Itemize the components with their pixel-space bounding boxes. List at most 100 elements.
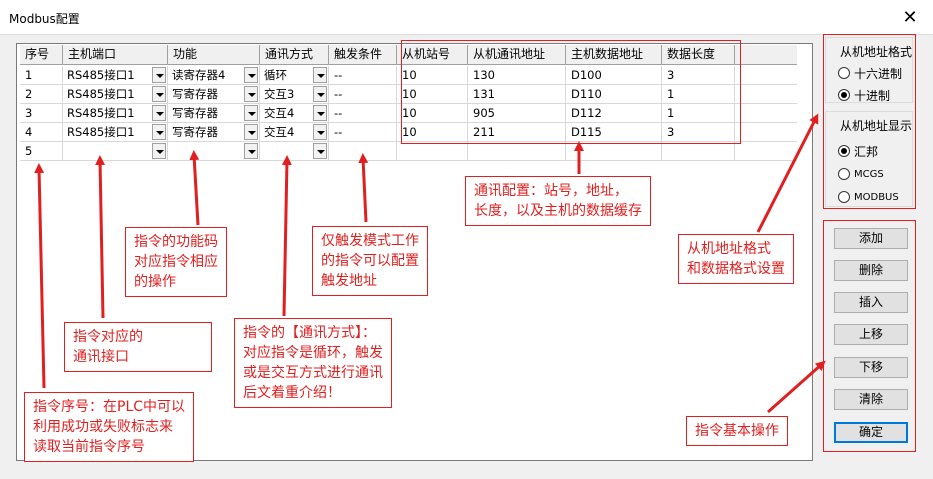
cell-index[interactable]: 5 xyxy=(20,142,63,161)
title-bar: Modbus配置 ✕ xyxy=(0,0,933,34)
chevron-down-icon[interactable] xyxy=(244,143,258,159)
function-combo[interactable] xyxy=(168,142,260,161)
cell-index[interactable]: 2 xyxy=(20,85,63,104)
chevron-down-icon[interactable] xyxy=(152,143,166,159)
table-row[interactable]: 4 RS485接口1 写寄存器 交互4 -- 10 211 D115 3 xyxy=(20,123,797,142)
insert-button[interactable]: 插入 xyxy=(834,292,908,313)
delete-button[interactable]: 删除 xyxy=(834,260,908,281)
comm-mode-combo[interactable]: 交互3 xyxy=(260,85,329,104)
cell-slave-address[interactable]: 211 xyxy=(468,123,566,142)
chevron-down-icon[interactable] xyxy=(244,124,258,140)
cell-data-length[interactable]: 3 xyxy=(662,123,735,142)
comm-mode-combo[interactable]: 交互4 xyxy=(260,123,329,142)
column-header-comm-mode[interactable]: 通讯方式 xyxy=(260,45,329,65)
cell-slave-station[interactable]: 10 xyxy=(397,123,468,142)
chevron-down-icon[interactable] xyxy=(313,67,327,83)
cell-slave-address[interactable]: 131 xyxy=(468,85,566,104)
function-combo[interactable]: 写寄存器 xyxy=(168,104,260,123)
cell-data-length[interactable]: 1 xyxy=(662,85,735,104)
cell-trigger[interactable]: -- xyxy=(329,66,397,85)
chevron-down-icon[interactable] xyxy=(152,124,166,140)
cell-trigger[interactable]: -- xyxy=(329,104,397,123)
cell-master-address[interactable]: D110 xyxy=(566,85,662,104)
close-icon[interactable]: ✕ xyxy=(902,7,918,28)
column-header-data-length[interactable]: 数据长度 xyxy=(662,45,735,65)
cell-slave-address[interactable] xyxy=(468,142,566,161)
cell-index[interactable]: 1 xyxy=(20,66,63,85)
note-trigger: 仅触发模式工作 的指令可以配置 触发地址 xyxy=(312,226,428,296)
column-header-function[interactable]: 功能 xyxy=(168,45,260,65)
port-combo[interactable]: RS485接口1 xyxy=(63,123,168,142)
comm-mode-combo[interactable]: 交互4 xyxy=(260,104,329,123)
column-header-slave-station[interactable]: 从机站号 xyxy=(397,45,468,65)
note-comm-config: 通讯配置：站号，地址， 长度，以及主机的数据缓存 xyxy=(465,176,651,226)
comm-mode-combo[interactable] xyxy=(260,142,329,161)
comm-config-highlight xyxy=(401,40,741,144)
cell-index[interactable]: 4 xyxy=(20,123,63,142)
ok-button[interactable]: 确定 xyxy=(834,422,908,443)
note-index: 指令序号：在PLC中可以 利用成功或失败标志来 读取当前指令序号 xyxy=(24,392,195,462)
port-combo[interactable]: RS485接口1 xyxy=(63,104,168,123)
chevron-down-icon[interactable] xyxy=(313,124,327,140)
radio-huibang[interactable]: 汇邦 xyxy=(838,142,878,160)
radio-decimal[interactable]: 十进制 xyxy=(838,86,890,104)
cell-slave-station[interactable]: 10 xyxy=(397,85,468,104)
cell-data-length[interactable]: 3 xyxy=(662,66,735,85)
cell-data-length[interactable] xyxy=(662,142,735,161)
port-combo[interactable]: RS485接口1 xyxy=(63,66,168,85)
chevron-down-icon[interactable] xyxy=(152,67,166,83)
function-combo[interactable]: 写寄存器 xyxy=(168,123,260,142)
column-header-port[interactable]: 主机端口 xyxy=(63,45,168,65)
radio-checked-icon[interactable] xyxy=(838,145,850,157)
chevron-down-icon[interactable] xyxy=(152,105,166,121)
cell-trigger[interactable]: -- xyxy=(329,85,397,104)
radio-unchecked-icon[interactable] xyxy=(838,168,850,180)
cell-slave-address[interactable]: 905 xyxy=(468,104,566,123)
cell-trigger[interactable]: -- xyxy=(329,123,397,142)
radio-checked-icon[interactable] xyxy=(838,89,850,101)
chevron-down-icon[interactable] xyxy=(244,86,258,102)
grid-body: 1 RS485接口1 读寄存器4 循环 -- 10 130 D100 3 2 R… xyxy=(20,66,797,161)
column-header-trigger[interactable]: 触发条件 xyxy=(329,45,397,65)
move-down-button[interactable]: 下移 xyxy=(834,357,908,378)
cell-master-address[interactable]: D112 xyxy=(566,104,662,123)
port-combo[interactable] xyxy=(63,142,168,161)
chevron-down-icon[interactable] xyxy=(244,67,258,83)
chevron-down-icon[interactable] xyxy=(313,105,327,121)
radio-unchecked-icon[interactable] xyxy=(838,67,850,79)
add-button[interactable]: 添加 xyxy=(834,228,908,249)
table-row[interactable]: 3 RS485接口1 写寄存器 交互4 -- 10 905 D112 1 xyxy=(20,104,797,123)
chevron-down-icon[interactable] xyxy=(152,86,166,102)
cell-index[interactable]: 3 xyxy=(20,104,63,123)
radio-unchecked-icon[interactable] xyxy=(838,191,850,203)
column-header-index[interactable]: 序号 xyxy=(20,45,63,65)
cell-data-length[interactable]: 1 xyxy=(662,104,735,123)
radio-modbus[interactable]: MODBUS xyxy=(838,188,899,206)
table-row[interactable]: 2 RS485接口1 写寄存器 交互3 -- 10 131 D110 1 xyxy=(20,85,797,104)
table-row[interactable]: 5 xyxy=(20,142,797,161)
chevron-down-icon[interactable] xyxy=(244,105,258,121)
cell-master-address[interactable] xyxy=(566,142,662,161)
chevron-down-icon[interactable] xyxy=(313,143,327,159)
buttons-highlight xyxy=(823,220,916,452)
chevron-down-icon[interactable] xyxy=(313,86,327,102)
move-up-button[interactable]: 上移 xyxy=(834,324,908,345)
cell-master-address[interactable]: D115 xyxy=(566,123,662,142)
function-combo[interactable]: 写寄存器 xyxy=(168,85,260,104)
cell-slave-station[interactable] xyxy=(397,142,468,161)
cell-slave-station[interactable]: 10 xyxy=(397,66,468,85)
table-row[interactable]: 1 RS485接口1 读寄存器4 循环 -- 10 130 D100 3 xyxy=(20,66,797,85)
clear-button[interactable]: 清除 xyxy=(834,389,908,410)
cell-trigger[interactable] xyxy=(329,142,397,161)
column-header-master-address[interactable]: 主机数据地址 xyxy=(566,45,662,65)
cell-slave-address[interactable]: 130 xyxy=(468,66,566,85)
function-combo[interactable]: 读寄存器4 xyxy=(168,66,260,85)
column-header-slave-address[interactable]: 从机通讯地址 xyxy=(468,45,566,65)
comm-mode-combo[interactable]: 循环 xyxy=(260,66,329,85)
cell-master-address[interactable]: D100 xyxy=(566,66,662,85)
radio-hex[interactable]: 十六进制 xyxy=(838,64,902,82)
port-combo[interactable]: RS485接口1 xyxy=(63,85,168,104)
radio-mcgs[interactable]: MCGS xyxy=(838,165,884,183)
cell-slave-station[interactable]: 10 xyxy=(397,104,468,123)
grid-header: 序号 主机端口 功能 通讯方式 触发条件 从机站号 从机通讯地址 主机数据地址 … xyxy=(20,45,797,65)
